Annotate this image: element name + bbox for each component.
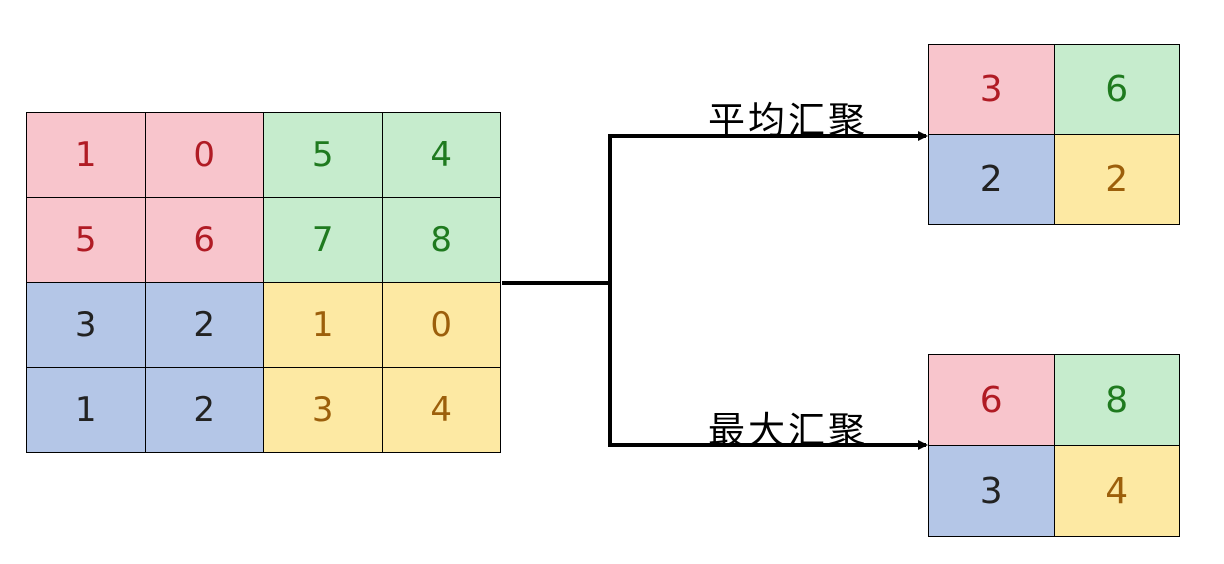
input-cell: 3 bbox=[264, 368, 383, 453]
input-cell: 7 bbox=[264, 198, 383, 283]
max-output-cell: 6 bbox=[929, 355, 1055, 446]
input-cell: 1 bbox=[27, 113, 146, 198]
input-cell: 4 bbox=[382, 113, 501, 198]
input-cell: 2 bbox=[145, 283, 264, 368]
input-cell: 4 bbox=[382, 368, 501, 453]
avg-output-cell: 3 bbox=[929, 45, 1055, 135]
max-output-cell: 8 bbox=[1054, 355, 1180, 446]
input-cell: 0 bbox=[145, 113, 264, 198]
input-cell: 2 bbox=[145, 368, 264, 453]
input-cell: 8 bbox=[382, 198, 501, 283]
average-pooling-label: 平均汇聚 bbox=[708, 99, 868, 142]
input-cell: 5 bbox=[27, 198, 146, 283]
max-output-cell: 3 bbox=[929, 446, 1055, 537]
input-cell: 1 bbox=[264, 283, 383, 368]
input-cell: 5 bbox=[264, 113, 383, 198]
input-cell: 6 bbox=[145, 198, 264, 283]
avg-output-cell: 2 bbox=[1054, 135, 1180, 225]
input-cell: 3 bbox=[27, 283, 146, 368]
input-cell: 1 bbox=[27, 368, 146, 453]
max-output-cell: 4 bbox=[1054, 446, 1180, 537]
max-pooling-label: 最大汇聚 bbox=[708, 409, 868, 452]
avg-output-cell: 6 bbox=[1054, 45, 1180, 135]
avg-output-cell: 2 bbox=[929, 135, 1055, 225]
input-cell: 0 bbox=[382, 283, 501, 368]
